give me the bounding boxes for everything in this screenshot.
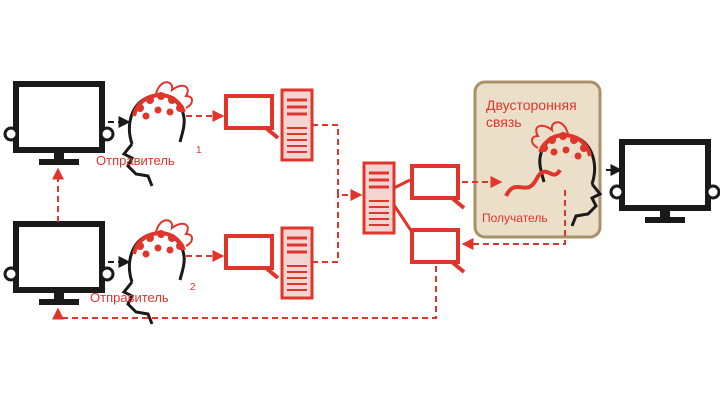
two-way-label-line2: связь — [486, 114, 522, 130]
arrow-tower1-to-central — [312, 124, 363, 201]
link-central-to-bottom-screen — [392, 204, 414, 233]
sender2-label: Отправитель — [90, 290, 169, 305]
sender1-server-tower-icon — [280, 88, 314, 162]
sender2-small-monitor-icon — [224, 234, 280, 280]
sender1-label: Отправитель — [96, 153, 175, 168]
signal-wave-icon — [504, 168, 562, 198]
receiver-label: Получатель — [482, 211, 548, 225]
sender2-index: 2 — [190, 282, 196, 293]
arrow-receiver-to-bottom-screen — [461, 190, 566, 250]
receiver-panel — [473, 80, 602, 239]
center-top-small-monitor-icon — [410, 164, 466, 210]
two-way-label-line1: Двусторонняя — [486, 97, 577, 113]
sender2-server-tower-icon — [280, 226, 314, 300]
central-server-tower-icon — [362, 161, 396, 235]
center-bottom-small-monitor-icon — [410, 228, 466, 274]
sender1-index: 1 — [196, 145, 202, 156]
sender2-eeg-head-icon — [122, 218, 194, 326]
arrow-tower2-to-central — [312, 195, 339, 263]
arrow-feedback-to-sender2 — [52, 266, 437, 320]
receiver-monitor-icon — [611, 142, 719, 223]
sender1-small-monitor-icon — [224, 94, 280, 140]
sender1-eeg-head-icon — [122, 80, 194, 188]
link-central-to-top-screen — [393, 178, 411, 190]
